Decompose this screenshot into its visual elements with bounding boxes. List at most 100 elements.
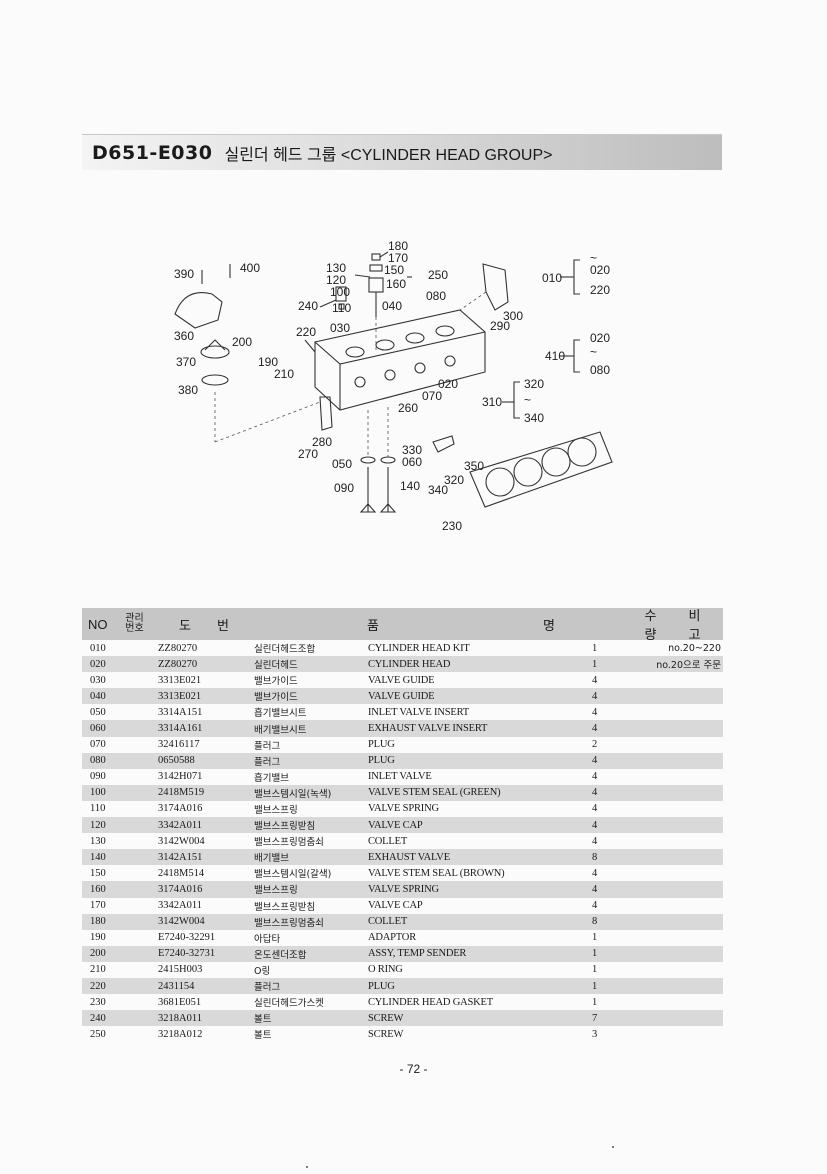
cell-part: 32416117	[158, 739, 200, 751]
callout-410: 410	[545, 349, 565, 363]
callout-050: 050	[332, 457, 352, 471]
cell-en: SCREW	[368, 1028, 404, 1040]
cell-kr: 플러그	[254, 740, 281, 752]
cell-part: 3313E021	[158, 674, 202, 686]
cell-en: ADAPTOR	[368, 932, 416, 944]
cell-remark: no.20으로 주문	[656, 660, 721, 672]
cell-no: 170	[90, 900, 106, 912]
callout-410-range-start: 020	[590, 331, 610, 345]
cell-no: 240	[90, 1012, 106, 1024]
cell-part: 3342A011	[158, 900, 202, 912]
diagram-svg: 390 400 130 120 100 240 110 180 170 150 …	[174, 239, 613, 533]
callout-340-lower: 340	[428, 483, 448, 497]
callout-380: 380	[178, 383, 198, 397]
cell-qty: 1	[592, 996, 598, 1008]
cell-en: PLUG	[368, 755, 395, 767]
callout-240: 240	[298, 299, 318, 313]
cell-qty: 1	[592, 932, 598, 944]
callout-100: 100	[330, 285, 350, 299]
col-part-no: 도번	[179, 617, 255, 633]
callout-170: 170	[388, 251, 408, 265]
cell-part: 3342A011	[158, 819, 202, 831]
callout-060: 060	[402, 455, 422, 469]
cell-kr: 밸브스템시일(녹색)	[254, 788, 332, 800]
callout-220: 220	[296, 325, 316, 339]
callout-090: 090	[334, 481, 354, 495]
cell-part: 3314A161	[158, 723, 203, 735]
cell-part: 3142H071	[158, 771, 203, 783]
callout-340: 340	[524, 411, 544, 425]
cell-kr: 밸브가이드	[254, 692, 298, 704]
callout-190: 190	[258, 355, 278, 369]
cell-no: 200	[90, 948, 106, 960]
callout-080: 080	[426, 289, 446, 303]
callout-150: 150	[384, 263, 404, 277]
callout-210: 210	[274, 367, 294, 381]
cell-part: 3218A012	[158, 1028, 203, 1040]
callout-330: 330	[402, 443, 422, 457]
callout-300: 300	[503, 309, 523, 323]
cell-en: EXHAUST VALVE	[368, 851, 450, 863]
cell-no: 230	[90, 996, 106, 1008]
callout-410-tilde: ~	[590, 345, 597, 359]
cell-no: 120	[90, 819, 106, 831]
callout-400: 400	[240, 261, 260, 275]
cell-en: VALVE SPRING	[368, 883, 439, 895]
cell-en: VALVE CAP	[368, 900, 423, 912]
cell-en: VALVE STEM SEAL (GREEN)	[368, 787, 501, 799]
cell-remark: no.20~220	[668, 642, 721, 654]
cell-no: 220	[90, 980, 106, 992]
cell-qty: 4	[592, 706, 598, 718]
cell-part: 3142W004	[158, 835, 205, 847]
callout-030: 030	[330, 321, 350, 335]
callout-270: 270	[298, 447, 318, 461]
cell-qty: 4	[592, 867, 598, 879]
callout-120: 120	[326, 273, 346, 287]
callout-310-tilde: ~	[524, 393, 531, 407]
cell-part: 3174A016	[158, 883, 203, 895]
cell-qty: 4	[592, 771, 598, 783]
cell-kr: 플러그	[254, 756, 281, 768]
callout-230: 230	[442, 519, 462, 533]
cell-kr: 플러그	[254, 982, 281, 994]
callout-250: 250	[428, 268, 448, 282]
cell-no: 190	[90, 932, 106, 944]
cell-part: 3313E021	[158, 690, 202, 702]
cell-no: 050	[90, 706, 106, 718]
col-no: NO	[88, 616, 108, 632]
cell-en: O RING	[368, 964, 403, 976]
cell-en: VALVE GUIDE	[368, 674, 435, 686]
callout-010-tilde: 020	[590, 263, 610, 277]
cell-kr: 온도센더조합	[254, 949, 307, 961]
cell-en: INLET VALVE	[368, 771, 432, 783]
cell-en: VALVE SPRING	[368, 803, 439, 815]
cell-en: COLLET	[368, 916, 408, 928]
page-number: - 72 -	[399, 1062, 428, 1076]
callout-040: 040	[382, 299, 402, 313]
callout-360: 360	[174, 329, 194, 343]
cell-qty: 1	[592, 642, 598, 654]
cell-kr: 밸브스프링	[254, 804, 298, 816]
cell-qty: 3	[592, 1028, 598, 1040]
cell-no: 210	[90, 964, 106, 976]
cell-kr: 실린더헤드	[254, 660, 298, 672]
col-mgmt: 관리 번호	[125, 613, 144, 634]
cell-kr: 밸브스프링멈춤쇠	[254, 837, 324, 849]
callout-320: 320	[524, 377, 544, 391]
col-remarks: 비고	[688, 608, 715, 642]
callout-200: 200	[232, 335, 252, 349]
